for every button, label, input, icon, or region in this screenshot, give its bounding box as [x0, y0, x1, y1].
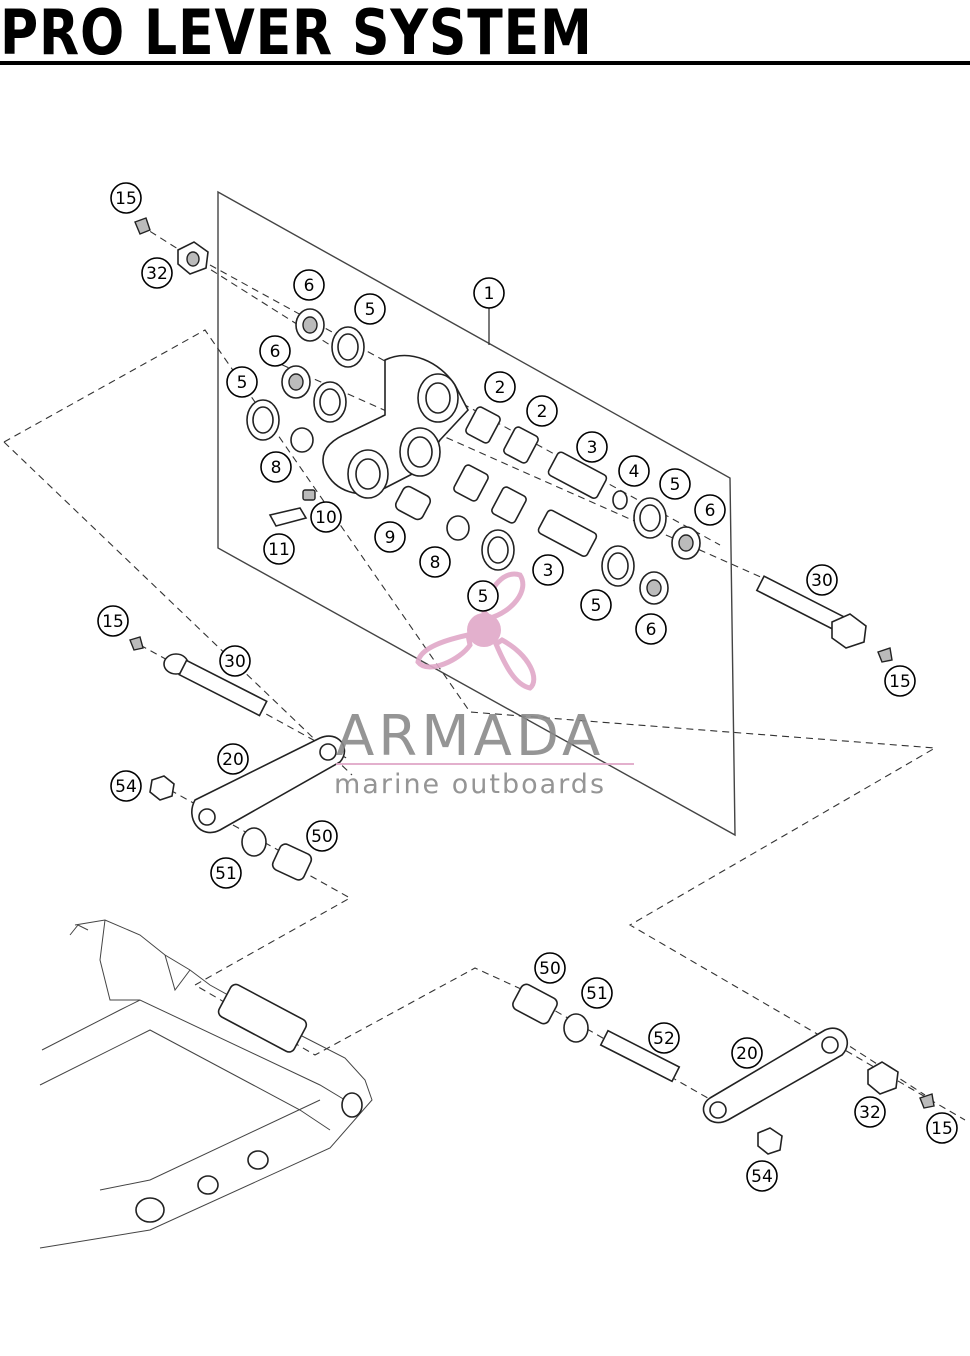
- guide-line-top: [139, 224, 331, 346]
- bearings-and-rings: [246, 308, 701, 605]
- callout-label: 15: [102, 612, 124, 632]
- lever-body: [322, 354, 469, 499]
- propeller-logo-icon: [415, 571, 537, 691]
- pivot-bolt-left: [129, 636, 268, 717]
- callout-20-a: 20: [217, 743, 249, 775]
- callout-6-d: 6: [635, 613, 667, 645]
- callout-3-b: 3: [532, 554, 564, 586]
- assembly-frame: [217, 190, 736, 837]
- callout-label: 54: [115, 777, 137, 797]
- nut-top-left: [134, 217, 209, 275]
- callout-2-b: 2: [526, 395, 558, 427]
- callout-15-b: 15: [884, 665, 916, 697]
- callout-label: 6: [304, 276, 315, 296]
- callout-label: 15: [931, 1119, 953, 1139]
- callout-30-a: 30: [806, 564, 838, 596]
- callout-11: 11: [263, 533, 295, 565]
- callout-label: 10: [315, 508, 337, 528]
- callout-label: 30: [811, 571, 833, 591]
- callout-8-b: 8: [419, 546, 451, 578]
- callout-label: 54: [751, 1167, 773, 1187]
- callout-label: 8: [430, 553, 441, 573]
- link-arm-left: [149, 735, 346, 881]
- callout-5-b: 5: [226, 366, 258, 398]
- callout-15-d: 15: [926, 1112, 958, 1144]
- callout-label: 6: [705, 501, 716, 521]
- callout-label: 30: [224, 652, 246, 672]
- watermark-brand: ARMADA: [336, 704, 604, 769]
- watermark-tagline: marine outboards: [334, 769, 606, 800]
- callout-label: 32: [146, 264, 168, 284]
- callout-label: 5: [670, 475, 681, 495]
- callout-label: 6: [646, 620, 657, 640]
- callout-10: 10: [310, 501, 342, 533]
- callout-label: 4: [629, 462, 640, 482]
- page-title: PRO LEVER SYSTEM: [0, 0, 593, 69]
- callout-54-a: 54: [110, 770, 142, 802]
- callout-label: 51: [215, 864, 237, 884]
- callout-label: 5: [237, 373, 248, 393]
- guide-line-left: [3, 441, 353, 776]
- guide-line-main: [3, 329, 966, 1121]
- callout-4: 4: [618, 455, 650, 487]
- callout-6-b: 6: [259, 335, 291, 367]
- callout-label: 50: [311, 827, 333, 847]
- callout-label: 15: [889, 672, 911, 692]
- callout-label: 5: [591, 596, 602, 616]
- pivot-bolt-right: [755, 575, 893, 663]
- callout-label: 51: [586, 984, 608, 1004]
- callout-6-a: 6: [293, 269, 325, 301]
- callout-50-b: 50: [534, 952, 566, 984]
- callout-3-a: 3: [576, 431, 608, 463]
- callout-15-a: 15: [110, 182, 142, 214]
- callout-label: 6: [270, 342, 281, 362]
- link-arm-right: [512, 983, 935, 1155]
- title-rule: [0, 61, 970, 65]
- callout-label: 32: [859, 1103, 881, 1123]
- guide-line-shaft-b: [259, 354, 791, 591]
- guide-line-bush: [169, 789, 306, 866]
- callout-52: 52: [648, 1022, 680, 1054]
- callout-51-b: 51: [581, 977, 613, 1009]
- callout-label: 5: [478, 587, 489, 607]
- callout-label: 52: [653, 1029, 675, 1049]
- callout-5-a: 5: [354, 293, 386, 325]
- callout-label: 15: [115, 189, 137, 209]
- callout-30-b: 30: [219, 645, 251, 677]
- callout-20-b: 20: [731, 1037, 763, 1069]
- watermark: ARMADA marine outboards: [334, 571, 634, 800]
- callout-1: 1: [473, 277, 505, 309]
- callout-15-c: 15: [97, 605, 129, 637]
- callout-label: 50: [539, 959, 561, 979]
- callout-label: 5: [365, 300, 376, 320]
- callout-5-c: 5: [659, 468, 691, 500]
- callout-5-d: 5: [467, 580, 499, 612]
- swingarm-frame: [39, 919, 373, 1249]
- callout-label: 11: [268, 540, 290, 560]
- callout-label: 2: [495, 378, 506, 398]
- callout-6-c: 6: [694, 494, 726, 526]
- callout-label: 3: [543, 561, 554, 581]
- callout-32-a: 32: [141, 257, 173, 289]
- callout-8-a: 8: [260, 451, 292, 483]
- callout-50-a: 50: [306, 820, 338, 852]
- callout-32-b: 32: [854, 1096, 886, 1128]
- callout-54-b: 54: [746, 1160, 778, 1192]
- callout-label: 1: [484, 284, 495, 304]
- callout-label: 9: [385, 528, 396, 548]
- callout-label: 3: [587, 438, 598, 458]
- callout-5-e: 5: [580, 589, 612, 621]
- callout-label: 2: [537, 402, 548, 422]
- callout-51-a: 51: [210, 857, 242, 889]
- callout-label: 20: [736, 1044, 758, 1064]
- callout-label: 20: [222, 750, 244, 770]
- callout-9: 9: [374, 521, 406, 553]
- callout-label: 8: [271, 458, 282, 478]
- callout-2-a: 2: [484, 371, 516, 403]
